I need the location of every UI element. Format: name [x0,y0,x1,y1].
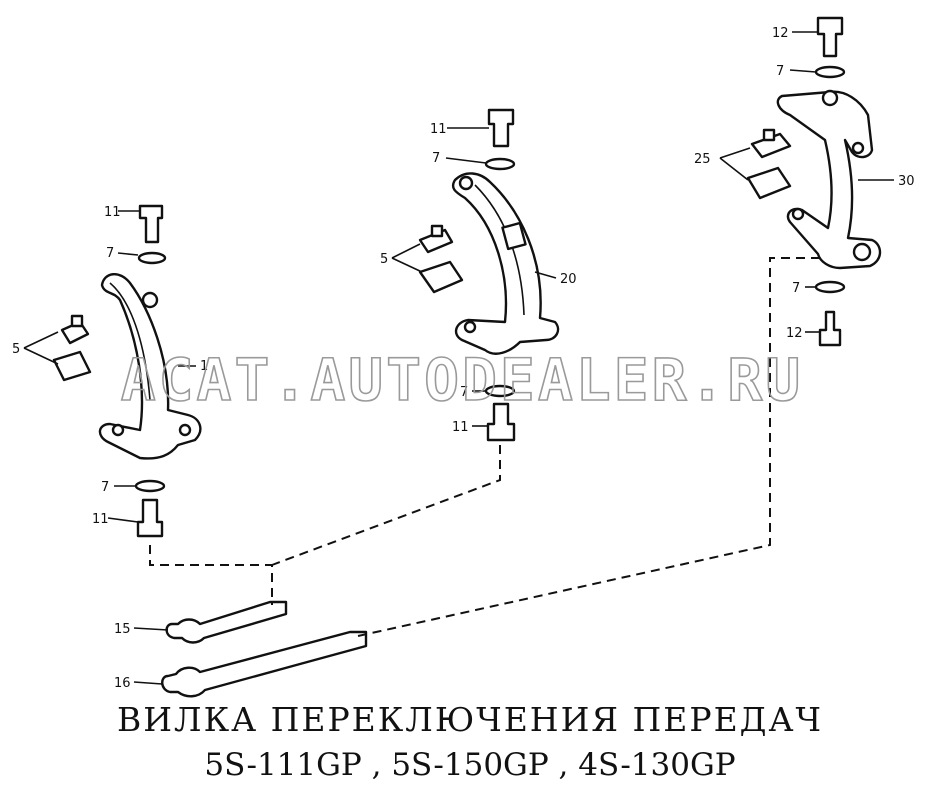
callout-7-fork1-top: 7 [106,246,114,261]
callout-11-fork20-bottom: 11 [452,420,469,435]
callout-11-fork20-top: 11 [430,122,447,137]
part-11-bolt-fork1-bottom [136,498,164,538]
shift-fork-20 [451,172,560,355]
dashed-link-fork20-rod15 [271,445,501,566]
watermark-text: ACAT.AUTODEALER.RU [121,346,804,414]
shift-rod-16 [161,630,368,698]
callout-7-fork1-bottom: 7 [101,480,109,495]
part-11-bolt-fork20-bottom [486,402,516,442]
dashed-link-fork30-rod16 [357,257,820,637]
callout-11-fork1-bottom: 11 [92,512,109,527]
callout-7-fork20-bottom: 7 [460,385,468,400]
part-7-washer-fork30-bottom [814,280,846,294]
diagram-title: ВИЛКА ПЕРЕКЛЮЧЕНИЯ ПЕРЕДАЧ [117,700,823,739]
shift-fork-30 [776,89,882,270]
shift-rod-15 [165,600,288,644]
callout-7-fork30-top: 7 [776,64,784,79]
shift-fork-1 [98,273,202,460]
callout-5-fork20: 5 [380,252,388,267]
callout-25-fork30: 25 [694,152,711,167]
part-7-washer-fork20-top [484,157,516,171]
part-11-bolt-fork20-top [487,108,515,148]
callout-16-rod: 16 [114,676,131,691]
part-25-pads-fork30 [746,128,792,200]
callout-30-fork30: 30 [898,174,915,189]
part-5-pads-fork20 [418,224,464,294]
callout-20-fork20: 20 [560,272,577,287]
part-12-bolt-fork30-top [816,16,844,58]
dashed-link-fork1-rod15 [149,545,273,605]
callout-12-fork30-bottom: 12 [786,326,803,341]
callout-1-fork1: 1 [200,359,208,374]
callout-7-fork30-bottom: 7 [792,281,800,296]
callout-7-fork20-top: 7 [432,151,440,166]
leader-lines [23,31,894,685]
callout-5-fork1: 5 [12,342,20,357]
part-5-pads-fork1 [52,314,92,382]
part-7-washer-fork30-top [814,65,846,79]
part-7-washer-fork1-top [137,251,167,265]
callout-12-fork30-top: 12 [772,26,789,41]
part-7-washer-fork1-bottom [134,479,166,493]
part-12-bolt-fork30-bottom [818,310,842,347]
callout-11-fork1-top: 11 [104,205,121,220]
callout-15-rod: 15 [114,622,131,637]
diagram-subtitle-models: 5S-111GP , 5S-150GP , 4S-130GP [204,747,736,783]
part-11-bolt-fork1-top [138,204,164,244]
